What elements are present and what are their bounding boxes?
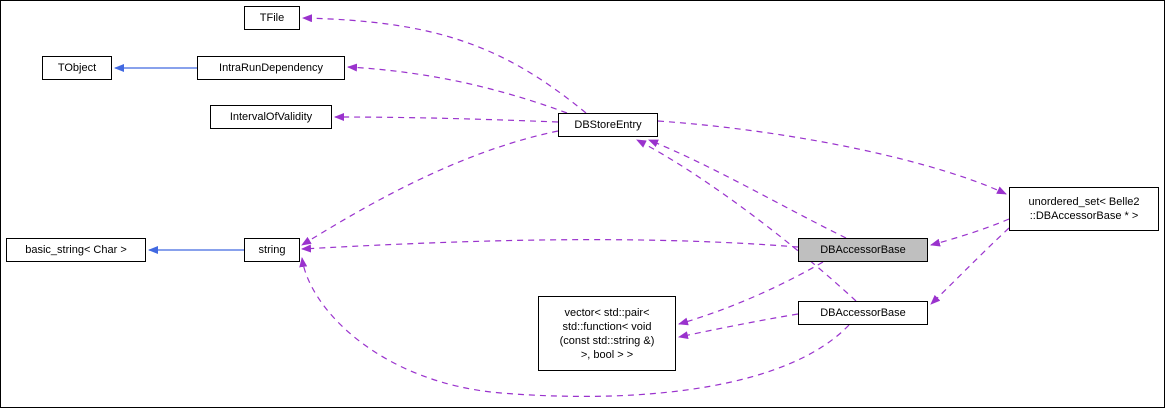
node-label: DBAccessorBase — [820, 244, 906, 256]
edge-dbaccessorbase-vector — [678, 261, 824, 326]
node-label: string — [258, 244, 286, 256]
node-label: TFile — [259, 12, 285, 24]
edge-dbstoreentry-string — [301, 130, 559, 246]
edge-dbstoreentry-tfile — [302, 14, 587, 114]
node-intervalofvalidity[interactable]: IntervalOfValidity — [210, 105, 332, 129]
node-tfile[interactable]: TFile — [244, 6, 300, 30]
node-intrarundependency[interactable]: IntraRunDependency — [197, 56, 345, 80]
node-label-line: >, bool > > — [580, 348, 634, 361]
node-dbstoreentry[interactable]: DBStoreEntry — [558, 113, 658, 137]
node-dbaccessorbase-main: DBAccessorBase — [798, 238, 928, 262]
node-label-line: std::function< void — [562, 320, 652, 333]
node-label-line: ::DBAccessorBase * > — [1029, 210, 1139, 222]
node-label-line: unordered_set< Belle2 — [1028, 196, 1140, 208]
node-unorderedset[interactable]: unordered_set< Belle2 ::DBAccessorBase *… — [1009, 187, 1159, 231]
edge-dbaccessorbase-secondary-dbstoreentry — [636, 139, 857, 302]
node-vector-pair-function[interactable]: vector< std::pair< std::function< void (… — [538, 296, 676, 371]
edge-dbaccessorbase-dbstoreentry — [648, 139, 847, 239]
edge-dbstoreentry-intervalofvalidity — [334, 113, 559, 123]
edge-unorderedset-dbaccessorbase — [930, 218, 1010, 247]
node-label: DBAccessorBase — [820, 307, 906, 319]
node-label: IntervalOfValidity — [229, 111, 313, 123]
edge-dbaccessorbase-string — [301, 239, 799, 253]
edge-unorderedset-dbaccessorbase-secondary — [930, 227, 1010, 305]
node-label: basic_string< Char > — [25, 244, 127, 256]
node-label: TObject — [57, 62, 97, 74]
node-tobject[interactable]: TObject — [42, 56, 112, 80]
node-basicstring[interactable]: basic_string< Char > — [6, 238, 146, 262]
edge-dbaccessorbase-secondary-string — [299, 257, 850, 397]
node-label: DBStoreEntry — [574, 119, 642, 131]
edge-dbstoreentry-unorderedset — [657, 120, 1007, 195]
node-dbaccessorbase-secondary[interactable]: DBAccessorBase — [798, 301, 928, 325]
node-string[interactable]: string — [244, 238, 300, 262]
node-label-line: (const std::string &) — [559, 334, 655, 347]
node-label-line: vector< std::pair< — [564, 306, 650, 319]
edge-dbaccessorbase-secondary-vector — [678, 313, 799, 340]
edge-dbstoreentry-intrarundependency — [347, 63, 568, 114]
node-label: IntraRunDependency — [219, 62, 323, 74]
